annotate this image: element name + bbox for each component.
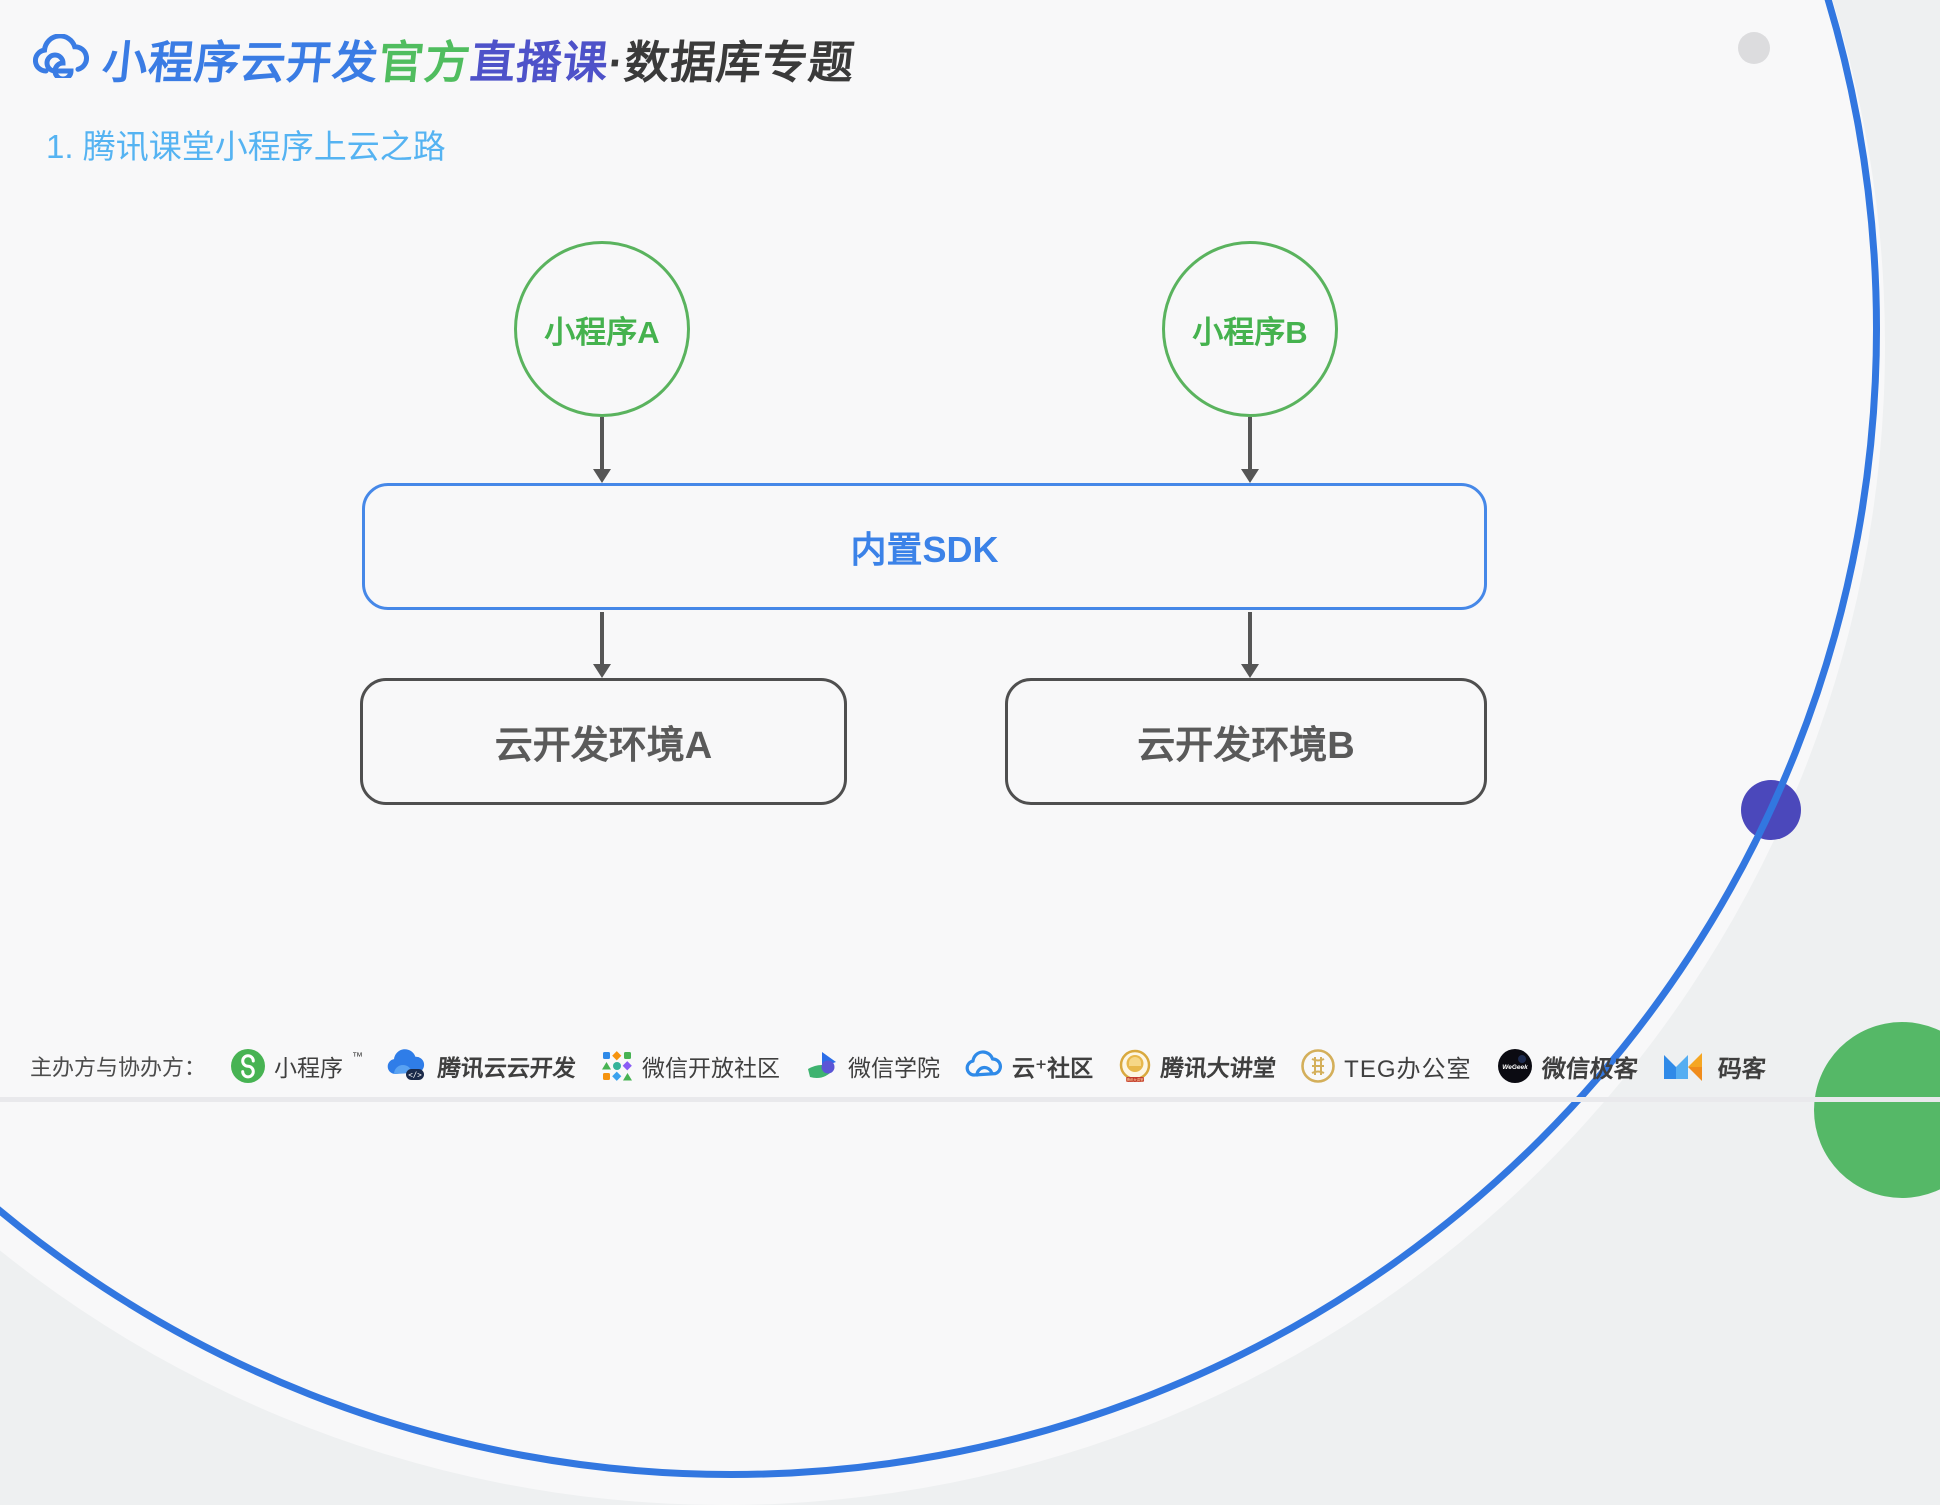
arrow-shaft — [600, 417, 604, 469]
sponsor-maker-mk: 码客 — [1662, 1049, 1766, 1084]
diagram-node-cloud-env-b: 云开发环境B — [1005, 678, 1487, 805]
tencent-cloudbase-icon: </> — [386, 1048, 430, 1084]
sponsors-footer: 主办方与协办方： 小程序 ™ </> 腾讯云云开发 — [30, 1040, 1766, 1092]
sponsor-wechat-academy: 微信学院 — [804, 1049, 940, 1083]
section-heading: 1. 腾讯课堂小程序上云之路 — [46, 128, 446, 165]
sponsor-label: 云⁺社区 — [1012, 1055, 1094, 1081]
sponsor-label: 微信学院 — [848, 1055, 941, 1081]
diagram-node-builtin-sdk: 内置SDK — [362, 483, 1487, 610]
svg-text:</>: </> — [408, 1071, 422, 1080]
teg-office-icon — [1300, 1048, 1336, 1084]
arrow-head-icon — [593, 664, 611, 678]
arrow-sdk-to-env-a — [593, 612, 611, 678]
sponsor-cloud-plus-community: 云⁺社区 — [964, 1049, 1093, 1083]
arrow-shaft — [1248, 612, 1252, 664]
sponsor-label: 腾讯大讲堂 — [1159, 1055, 1278, 1081]
svg-text:WeGeek: WeGeek — [1502, 1064, 1528, 1071]
header: 小程序云开发官方直播课·数据库专题 — [32, 26, 857, 91]
sponsor-label: 微信极客 — [1540, 1055, 1639, 1083]
wechat-open-community-icon — [600, 1049, 634, 1083]
title-segment-blue: 小程序云开发 — [99, 37, 382, 88]
tencent-lecture-hall-icon: 腾讯大讲堂 — [1117, 1048, 1153, 1084]
bottom-edge-strip — [0, 1097, 1940, 1102]
arrow-shaft — [1248, 417, 1252, 469]
sponsor-label: 小程序 — [274, 1055, 344, 1081]
gray-dot-decor — [1738, 32, 1770, 64]
wegeek-icon: WeGeek — [1496, 1047, 1534, 1085]
svg-text:腾讯大讲堂: 腾讯大讲堂 — [1127, 1077, 1145, 1082]
cloud-plus-community-icon — [964, 1049, 1004, 1083]
arrow-sdk-to-env-b — [1241, 612, 1259, 678]
sponsor-tencent-lecture-hall: 腾讯大讲堂 腾讯大讲堂 — [1117, 1048, 1278, 1084]
sponsor-wegeek: WeGeek 微信极客 — [1496, 1047, 1638, 1085]
sponsor-wechat-open-community: 微信开放社区 — [600, 1049, 780, 1083]
miniprogram-icon — [230, 1048, 266, 1084]
wechat-academy-icon — [804, 1049, 840, 1083]
diagram-node-miniprogram-a: 小程序A — [514, 241, 690, 417]
cloudbase-cloud-icon — [32, 33, 91, 83]
tm-mark: ™ — [352, 1051, 364, 1063]
sponsor-tencent-cloudbase: </> 腾讯云云开发 — [386, 1048, 577, 1084]
page-title: 小程序云开发官方直播课·数据库专题 — [100, 26, 859, 91]
sponsor-label: TEG办公室 — [1344, 1055, 1472, 1083]
arrow-head-icon — [1241, 664, 1259, 678]
arrow-shaft — [600, 612, 604, 664]
maker-mk-icon — [1662, 1049, 1710, 1083]
sponsor-label: 腾讯云云开发 — [436, 1055, 577, 1081]
arrow-head-icon — [593, 469, 611, 483]
sponsor-label: 微信开放社区 — [642, 1055, 781, 1081]
sponsor-label: 码客 — [1716, 1055, 1767, 1083]
arrow-circle-a-to-sdk — [593, 417, 611, 483]
title-segment-purple: 直播课 — [467, 37, 612, 88]
blue-arc-decor — [0, 0, 1880, 1478]
title-segment-green: 官方 — [375, 37, 474, 88]
green-corner-circle-decor — [1814, 1022, 1940, 1198]
sponsor-teg-office: TEG办公室 — [1300, 1048, 1471, 1084]
sponsors-label: 主办方与协办方： — [30, 1055, 207, 1080]
title-segment-dark: ·数据库专题 — [605, 37, 858, 88]
arrow-head-icon — [1241, 469, 1259, 483]
sponsor-miniprogram: 小程序 ™ — [230, 1048, 364, 1084]
arrow-circle-b-to-sdk — [1241, 417, 1259, 483]
diagram-node-cloud-env-a: 云开发环境A — [360, 678, 847, 805]
diagram-node-miniprogram-b: 小程序B — [1162, 241, 1338, 417]
